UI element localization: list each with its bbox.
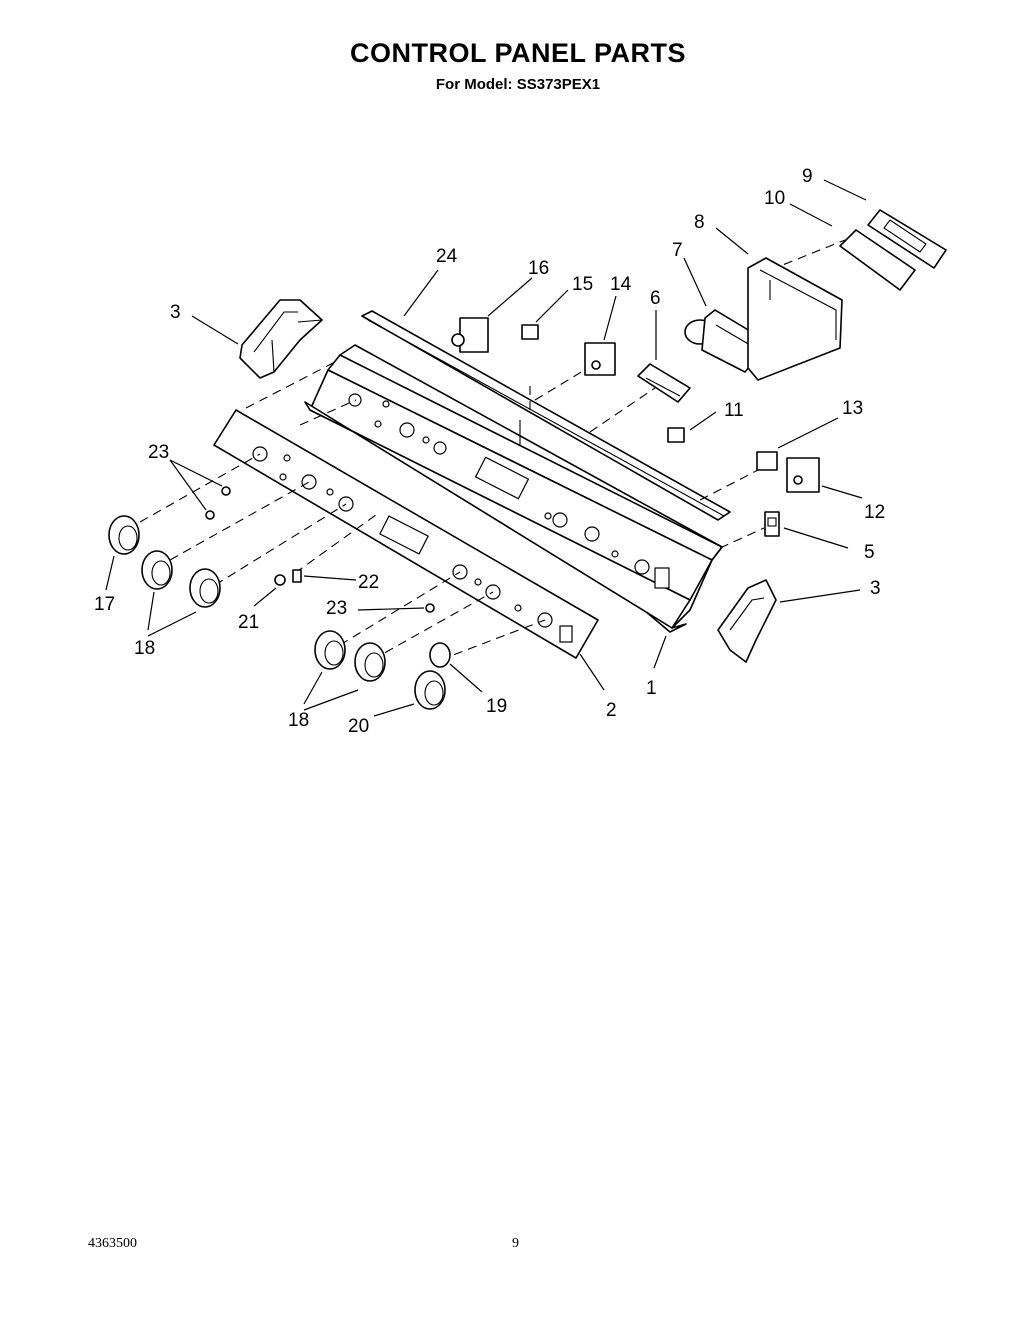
callout-9: 9 <box>802 166 813 187</box>
part-18-knob-mid <box>189 568 221 608</box>
document-number: 4363500 <box>88 1236 137 1251</box>
leader-lines <box>105 179 867 717</box>
callout-13: 13 <box>842 398 863 419</box>
callout-20: 20 <box>348 716 369 737</box>
callout-21: 21 <box>238 612 259 633</box>
callout-23-lower: 23 <box>326 598 347 619</box>
part-13-clip <box>756 451 778 471</box>
callout-3-left: 3 <box>170 302 181 323</box>
callout-22: 22 <box>358 572 379 593</box>
callout-7: 7 <box>672 240 683 261</box>
part-12-relay <box>786 457 820 493</box>
callout-2: 2 <box>606 700 617 721</box>
part-18-knob-lower-b <box>354 642 386 682</box>
part-16-switch <box>451 317 489 353</box>
page-number: 9 <box>512 1236 519 1251</box>
callout-16: 16 <box>528 258 549 279</box>
callout-12: 12 <box>864 502 885 523</box>
part-18-knob-lower-a <box>314 630 346 670</box>
part-8-frame <box>747 257 843 381</box>
callout-18-lower: 18 <box>288 710 309 731</box>
callout-24: 24 <box>436 246 458 267</box>
callout-10: 10 <box>764 188 785 209</box>
part-19-knob-small <box>429 642 451 668</box>
callout-6: 6 <box>650 288 661 309</box>
callout-11: 11 <box>724 400 744 421</box>
callout-1: 1 <box>646 678 657 699</box>
part-23-screws <box>205 486 435 613</box>
page-title: CONTROL PANEL PARTS <box>349 38 687 68</box>
callout-3-right: 3 <box>870 578 881 599</box>
part-6-lens <box>637 363 691 403</box>
callout-15: 15 <box>572 274 593 295</box>
part-3-right-endcap <box>717 579 777 663</box>
part-21-22-fasteners <box>274 569 302 586</box>
callout-18-left: 18 <box>134 638 155 659</box>
part-5-switch <box>764 511 780 537</box>
part-24-trim-strip <box>361 310 731 521</box>
part-1-console <box>304 344 723 633</box>
callout-8: 8 <box>694 212 705 233</box>
assembly-lines <box>139 239 846 661</box>
callout-17: 17 <box>94 594 115 615</box>
part-11-clip <box>667 427 685 443</box>
callout-labels: 9 10 8 7 24 16 15 14 6 3 11 13 23 12 5 3… <box>94 166 885 737</box>
part-20-knob <box>414 670 446 710</box>
part-10-gasket <box>839 229 916 291</box>
callout-14: 14 <box>610 274 632 295</box>
part-18-knob-left <box>141 550 173 590</box>
part-9-display-window <box>867 209 947 269</box>
part-3-left-endcap <box>239 299 323 379</box>
part-14-relay <box>584 342 616 376</box>
callout-23-upper: 23 <box>148 442 169 463</box>
callout-5: 5 <box>864 542 875 563</box>
callout-19: 19 <box>486 696 507 717</box>
model-subtitle: For Model: SS373PEX1 <box>435 76 601 93</box>
part-15-clip <box>521 324 539 340</box>
part-17-knob <box>108 515 140 555</box>
